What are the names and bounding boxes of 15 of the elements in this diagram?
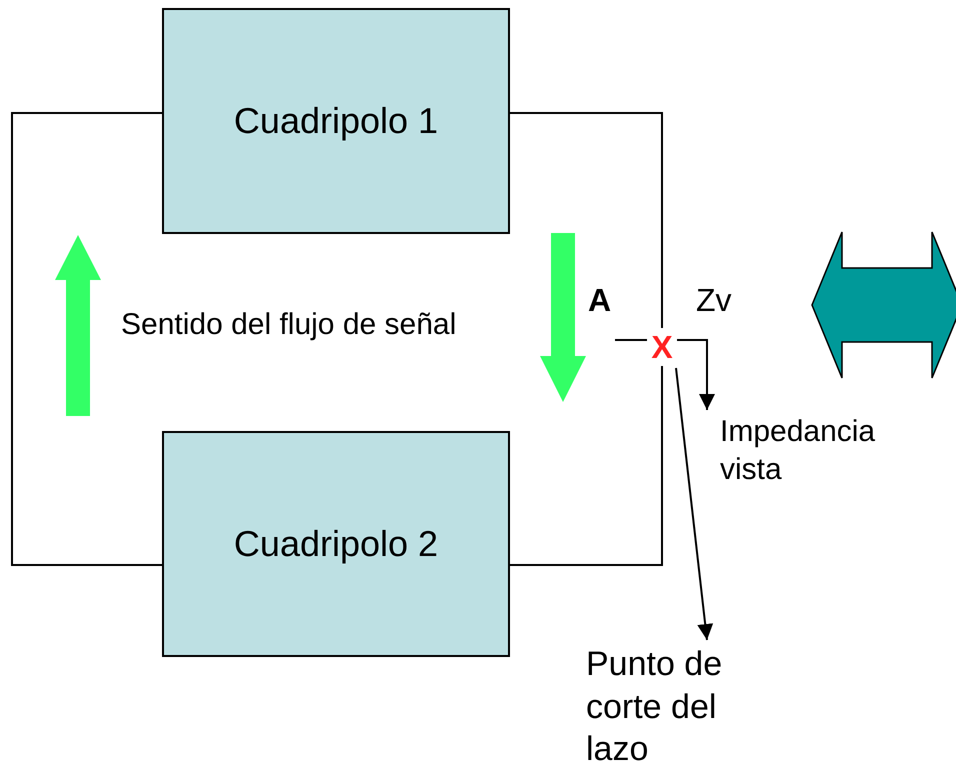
wire [11,112,162,566]
box-title: Cuadripolo 2 [234,523,438,565]
quadripole-box [162,431,510,657]
quadripole-box [162,8,510,234]
annotation-text: Punto de corte del lazo [586,643,776,784]
flow-direction-text: Sentido del flujo de señal [121,308,456,342]
impedance-symbol: Zv [696,282,732,319]
wire [510,112,663,328]
leader-line [677,339,715,410]
wire [510,366,663,566]
annotation-text: Impedancia vista [720,413,925,497]
node-label: A [588,282,612,319]
cut-point-mark: X [647,328,677,366]
box-title: Cuadripolo 1 [234,100,438,142]
leader-line [675,368,714,640]
